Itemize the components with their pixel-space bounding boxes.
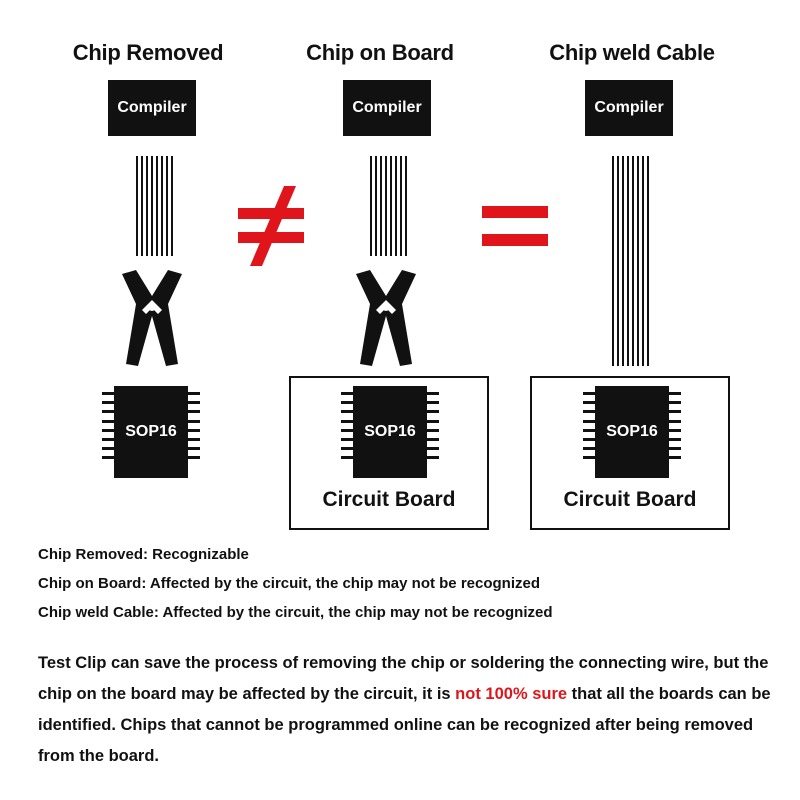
- chip-pins-left: [341, 392, 353, 466]
- compiler-label: Compiler: [117, 99, 187, 116]
- chip-pins-right: [669, 392, 681, 466]
- wire-bundle-long: [612, 156, 649, 366]
- column-title-chip-weld-cable: Chip weld Cable: [549, 40, 715, 65]
- chip-pins-right: [188, 392, 200, 466]
- compiler-box: Compiler: [108, 80, 196, 136]
- chip-label: SOP16: [125, 423, 177, 440]
- notes-list: Chip Removed: Recognizable Chip on Board…: [38, 546, 553, 633]
- explanation-paragraph: Test Clip can save the process of removi…: [38, 648, 778, 772]
- sop16-chip: SOP16: [595, 386, 669, 478]
- paragraph-highlight: not 100% sure: [455, 685, 568, 703]
- test-clip-icon: [122, 270, 182, 366]
- note-chip-on-board: Chip on Board: Affected by the circuit, …: [38, 575, 540, 592]
- compiler-label: Compiler: [352, 99, 422, 116]
- chip-pins-left: [102, 392, 114, 466]
- sop16-chip: SOP16: [114, 386, 188, 478]
- compiler-label: Compiler: [594, 99, 664, 116]
- wire-bundle-short: [370, 156, 407, 256]
- paragraph-text-2: that all the boards can be identified. C…: [38, 685, 771, 765]
- sop16-chip: SOP16: [353, 386, 427, 478]
- column-title-chip-removed: Chip Removed: [72, 40, 224, 65]
- chip-label: SOP16: [364, 423, 416, 440]
- column-title-chip-on-board: Chip on Board: [306, 40, 454, 65]
- paragraph-text-1: Test Clip can save the process of removi…: [38, 654, 769, 703]
- equal-icon: [482, 206, 548, 246]
- compiler-box: Compiler: [343, 80, 431, 136]
- wire-bundle-short: [136, 156, 173, 256]
- circuit-board-label: Circuit Board: [322, 488, 456, 511]
- compiler-box: Compiler: [585, 80, 673, 136]
- circuit-board-box: Circuit Board: [289, 376, 489, 530]
- not-equal-icon: [238, 186, 304, 266]
- chip-pins-right: [427, 392, 439, 466]
- note-chip-removed: Chip Removed: Recognizable: [38, 546, 249, 563]
- note-chip-weld-cable: Chip weld Cable: Affected by the circuit…: [38, 604, 553, 621]
- chip-label: SOP16: [606, 423, 658, 440]
- circuit-board-label: Circuit Board: [563, 488, 697, 511]
- chip-pins-left: [583, 392, 595, 466]
- circuit-board-box: Circuit Board: [530, 376, 730, 530]
- test-clip-icon: [356, 270, 416, 366]
